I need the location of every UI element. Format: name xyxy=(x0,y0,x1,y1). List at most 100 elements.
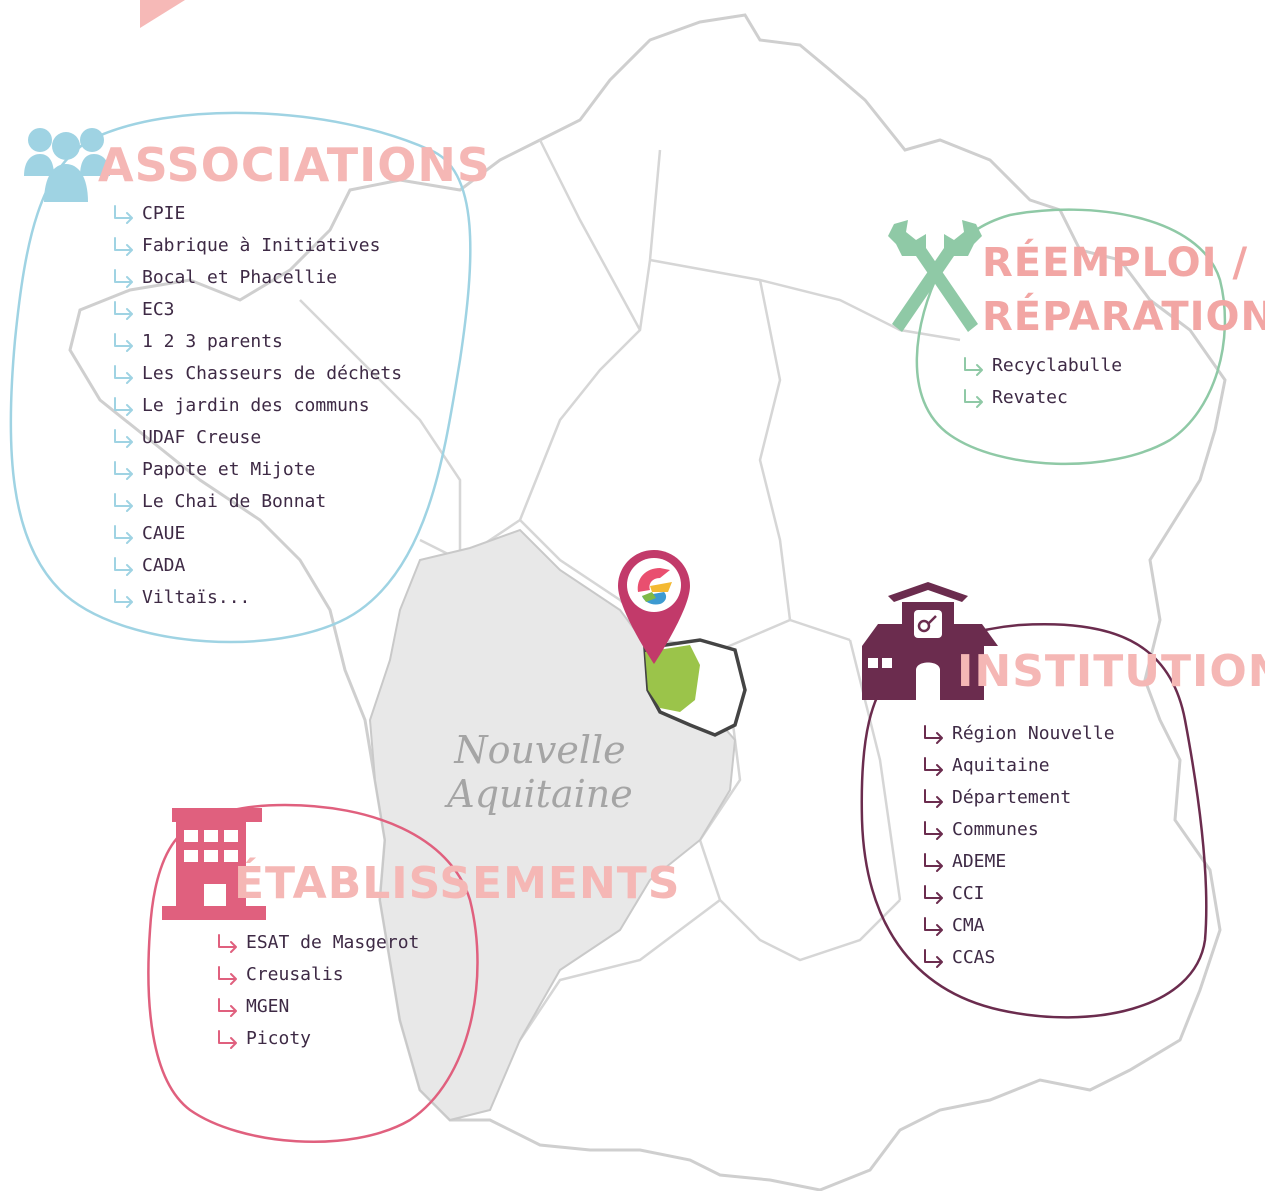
associations-title: ASSOCIATIONS xyxy=(98,138,492,192)
list-item-label: EC3 xyxy=(142,299,175,320)
building-icon xyxy=(162,808,266,920)
return-arrow-icon xyxy=(218,1030,237,1049)
list-item: Picoty xyxy=(216,1023,419,1055)
list-item-label: CCI xyxy=(952,883,985,904)
list-item-label: Revatec xyxy=(992,387,1068,408)
list-item: Communes xyxy=(922,814,1115,846)
list-item-label: CADA xyxy=(142,555,186,576)
region-label-line2: Aquitaine xyxy=(447,772,633,816)
town-hall-icon xyxy=(862,582,998,700)
return-arrow-icon xyxy=(924,725,943,744)
list-item: UDAF Creuse xyxy=(112,422,402,454)
list-item: Aquitaine xyxy=(922,750,1115,782)
list-item: ADEME xyxy=(922,846,1115,878)
return-arrow-icon xyxy=(218,966,237,985)
wrench-cross-icon xyxy=(888,220,982,332)
return-arrow-icon xyxy=(924,757,943,776)
list-item: CADA xyxy=(112,550,402,582)
return-arrow-icon xyxy=(924,853,943,872)
return-arrow-icon xyxy=(114,333,133,352)
people-group-icon xyxy=(24,128,110,202)
list-item-label: UDAF Creuse xyxy=(142,427,262,448)
list-item: EC3 xyxy=(112,294,402,326)
list-item: CMA xyxy=(922,910,1115,942)
highlighted-area xyxy=(645,645,700,712)
return-arrow-icon xyxy=(924,917,943,936)
return-arrow-icon xyxy=(114,589,133,608)
list-item-label: 1 2 3 parents xyxy=(142,331,283,352)
list-item: CAUE xyxy=(112,518,402,550)
return-arrow-icon xyxy=(114,205,133,224)
list-item-label: CCAS xyxy=(952,947,996,968)
list-item-label: Aquitaine xyxy=(952,755,1050,776)
list-item-label: CAUE xyxy=(142,523,186,544)
return-arrow-icon xyxy=(924,821,943,840)
return-arrow-icon xyxy=(218,934,237,953)
list-item-label: ESAT de Masgerot xyxy=(246,932,420,953)
list-item-label: MGEN xyxy=(246,996,290,1017)
list-item: ESAT de Masgerot xyxy=(216,927,419,959)
list-item-label: CMA xyxy=(952,915,985,936)
list-item-label: Les Chasseurs de déchets xyxy=(142,363,403,384)
nouvelle-aquitaine-region xyxy=(368,528,737,1122)
list-item-label: Département xyxy=(952,787,1072,808)
return-arrow-icon xyxy=(114,397,133,416)
list-item-label: Le Chai de Bonnat xyxy=(142,491,327,512)
list-item-label: Fabrique à Initiatives xyxy=(142,235,381,256)
return-arrow-icon xyxy=(114,365,133,384)
list-item: Viltaïs... xyxy=(112,582,402,614)
list-item: Région Nouvelle xyxy=(922,718,1115,750)
list-item-label: CPIE xyxy=(142,203,186,224)
return-arrow-icon xyxy=(114,301,133,320)
list-item: Creusalis xyxy=(216,959,419,991)
list-item-label: Creusalis xyxy=(246,964,344,985)
list-item: 1 2 3 parents xyxy=(112,326,402,358)
list-item: Le jardin des communs xyxy=(112,390,402,422)
return-arrow-icon xyxy=(924,885,943,904)
return-arrow-icon xyxy=(114,237,133,256)
list-item-label: Région Nouvelle xyxy=(952,723,1115,744)
list-item: CCI xyxy=(922,878,1115,910)
return-arrow-icon xyxy=(964,357,983,376)
list-item-label: Viltaïs... xyxy=(142,587,251,608)
list-item: CPIE xyxy=(112,198,402,230)
list-item: Revatec xyxy=(962,382,1122,414)
return-arrow-icon xyxy=(114,461,133,480)
reemploi-title-line2: RÉPARATION xyxy=(982,294,1265,340)
return-arrow-icon xyxy=(114,269,133,288)
list-item-label: ADEME xyxy=(952,851,1007,872)
list-item: Les Chasseurs de déchets xyxy=(112,358,402,390)
list-item-label: Communes xyxy=(952,819,1039,840)
return-arrow-icon xyxy=(114,525,133,544)
reemploi-title: RÉEMPLOI / RÉPARATION xyxy=(982,236,1265,344)
list-item-label: Recyclabulle xyxy=(992,355,1123,376)
return-arrow-icon xyxy=(218,998,237,1017)
list-item-label: Le jardin des communs xyxy=(142,395,370,416)
reemploi-title-line1: RÉEMPLOI / xyxy=(982,240,1249,286)
etablissements-bubble xyxy=(147,803,479,1144)
corner-triangle-decoration xyxy=(140,0,185,28)
list-item: MGEN xyxy=(216,991,419,1023)
return-arrow-icon xyxy=(114,429,133,448)
associations-bubble xyxy=(9,111,472,644)
return-arrow-icon xyxy=(114,493,133,512)
region-label: Nouvelle Aquitaine xyxy=(430,728,650,816)
list-item-label: Bocal et Phacellie xyxy=(142,267,338,288)
return-arrow-icon xyxy=(924,949,943,968)
list-item: Fabrique à Initiatives xyxy=(112,230,402,262)
return-arrow-icon xyxy=(964,389,983,408)
return-arrow-icon xyxy=(114,557,133,576)
location-pin-icon xyxy=(618,550,690,664)
list-item: Recyclabulle xyxy=(962,350,1122,382)
list-item-label: Picoty xyxy=(246,1028,312,1049)
list-item-label: Papote et Mijote xyxy=(142,459,316,480)
return-arrow-icon xyxy=(924,789,943,808)
list-item: Département xyxy=(922,782,1115,814)
list-item: Bocal et Phacellie xyxy=(112,262,402,294)
list-item: Papote et Mijote xyxy=(112,454,402,486)
institutions-title: INSTITUTIONS xyxy=(957,646,1265,697)
